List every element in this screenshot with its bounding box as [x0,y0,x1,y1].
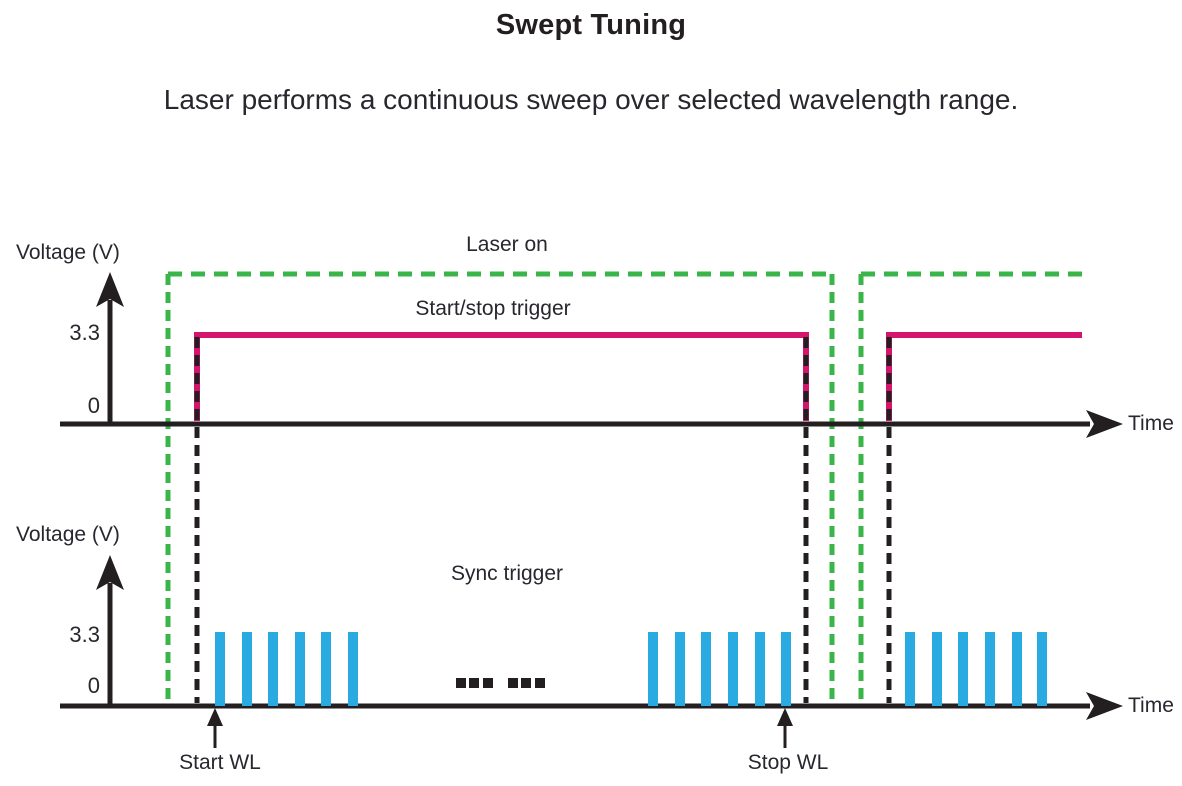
sync-pulse [701,632,711,706]
sync-pulse [215,632,225,706]
sync-pulse [242,632,252,706]
continuation-dot [521,678,531,688]
stop-wl-annotation: Stop WL [747,751,829,774]
bottom-y-axis-label: Voltage (V) [16,523,120,546]
voltage-axis-arrowhead [96,272,124,307]
sync-pulse [295,632,305,706]
start-stop-trigger-label: Start/stop trigger [415,297,571,320]
annotation-arrowhead [777,708,793,726]
voltage-axis-arrowhead [96,555,124,590]
sync-pulse [755,632,765,706]
figure-caption: Laser performs a continuous sweep over s… [163,84,1019,115]
sync-trigger-label: Sync trigger [450,562,564,585]
annotation-arrowhead [207,708,223,726]
sync-pulse [1037,632,1047,706]
bottom-tick-0: 0 [87,673,100,698]
bottom-tick-3-3: 3.3 [69,622,100,647]
sync-pulse [1012,632,1022,706]
bottom-x-axis-label: Time [1128,694,1174,717]
continuation-dot [535,678,545,688]
sync-pulse [781,632,791,706]
page-title: Swept Tuning [495,9,687,41]
sync-pulse [268,632,278,706]
laser-on-label: Laser on [466,233,548,256]
continuation-dot [456,678,466,688]
sync-pulse [958,632,968,706]
sync-pulse [675,632,685,706]
start-wl-annotation: Start WL [179,751,261,774]
sync-pulse [321,632,331,706]
continuation-dot [469,678,479,688]
top-y-axis-label: Voltage (V) [16,241,120,264]
start-stop-trigger-trace [194,332,809,421]
continuation-dot [483,678,493,688]
time-axis-arrowhead [1086,692,1123,720]
time-axis-arrowhead [1086,410,1123,438]
sync-pulse [932,632,942,706]
sync-pulse [348,632,358,706]
sync-pulse [985,632,995,706]
start-stop-trigger-trace [886,332,1082,421]
sync-pulse [905,632,915,706]
sync-pulse [648,632,658,706]
sync-pulse [728,632,738,706]
top-tick-0: 0 [87,393,100,418]
continuation-dot [508,678,518,688]
top-tick-3-3: 3.3 [69,320,100,345]
top-x-axis-label: Time [1128,412,1174,435]
